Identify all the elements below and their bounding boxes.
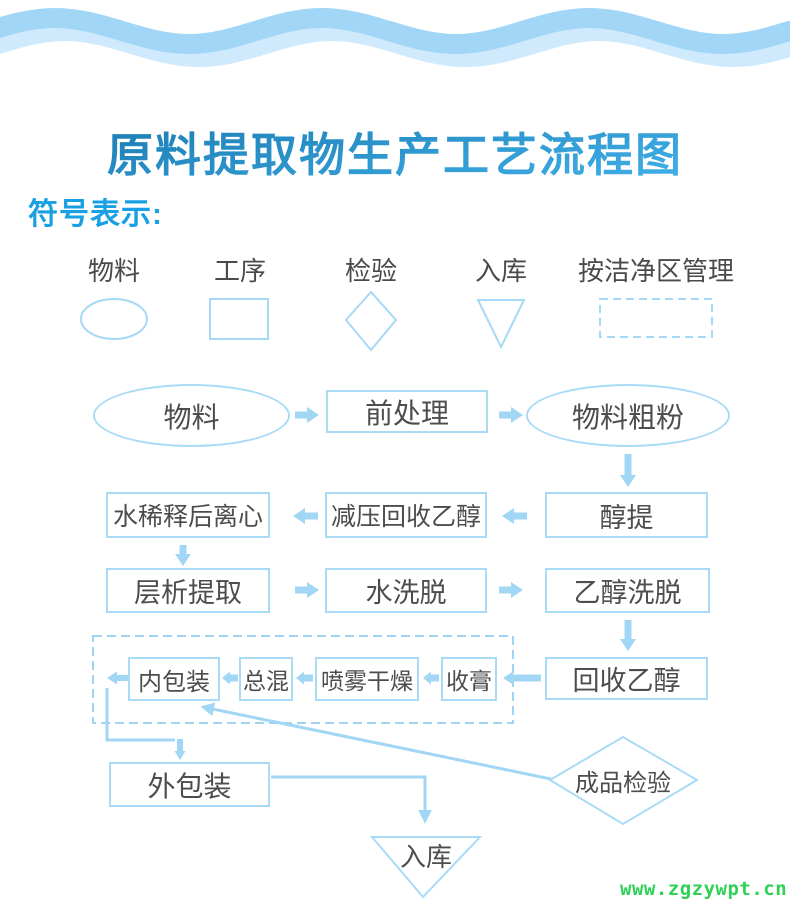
- legend-label-process: 工序: [213, 256, 266, 286]
- arrow-right-cengxitiqu-shuixituo: [295, 582, 319, 598]
- legend-label-inspection: 检验: [344, 256, 397, 286]
- node-wuliaocufen: 物料粗粉: [526, 384, 730, 447]
- wave-front-band: [0, 7, 790, 55]
- node-chunti: 醇提: [545, 492, 708, 538]
- arrow-left-shougao-penwuganzao: [423, 671, 439, 685]
- watermark-url: www.zgzywpt.cn: [620, 878, 788, 900]
- node-qianchuli: 前处理: [326, 390, 488, 433]
- page-title: 原料提取物生产工艺流程图: [0, 119, 790, 185]
- arrow-left-huishouyichun-shougao: [503, 671, 541, 685]
- node-shougao: 收膏: [441, 657, 497, 701]
- node-zonghun: 总混: [239, 657, 293, 701]
- legend-heading: 符号表示:: [28, 198, 163, 231]
- wave-back-band: [0, 20, 790, 68]
- arrow-left-jianyahuishou-shuixishi: [293, 508, 318, 524]
- legend-triangle-shape: [476, 299, 526, 350]
- arrow-down-into-waibaozhuang: [174, 739, 186, 760]
- arrow-left-penwuganzao-zonghun: [296, 671, 313, 685]
- wave-decoration: [0, 7, 790, 68]
- arrow-down-yichunxituo-huishouyichun: [620, 620, 636, 651]
- legend-label-storage: 入库: [474, 256, 527, 286]
- legend-dashed-rect-shape: [599, 298, 713, 338]
- arrow-left-neibaozhuang-exit: [107, 671, 128, 685]
- legend-diamond-shape: [344, 290, 398, 352]
- node-waibaozhuang: 外包装: [109, 762, 270, 807]
- node-chengpinjianyan-label: 成品检验: [575, 769, 671, 797]
- arrow-down-shuixishi-cengxitiqu: [175, 545, 191, 566]
- arrow-right-qianchuli-wuliaocufen: [499, 407, 523, 423]
- legend-label-clean-area: 按洁净区管理: [577, 256, 734, 286]
- arrow-left-chunti-jianyahuishou: [502, 508, 527, 524]
- node-ruku-label: 入库: [399, 841, 452, 872]
- node-cengxitiqu: 层析提取: [106, 568, 270, 613]
- arrow-down-wuliaocufen-chunti: [620, 454, 636, 487]
- arrow-right-wuliao-qianchuli: [295, 407, 319, 423]
- node-neibaozhuang: 内包装: [128, 657, 220, 701]
- node-huishouyichun: 回收乙醇: [545, 657, 708, 700]
- node-shuixishi: 水稀释后离心: [106, 492, 270, 538]
- node-yichunxituo: 乙醇洗脱: [545, 568, 710, 613]
- legend-ellipse-shape: [80, 298, 148, 340]
- legend-rect-shape: [209, 298, 269, 340]
- legend-shapes: [80, 290, 713, 352]
- legend-label-material: 物料: [87, 256, 140, 286]
- node-shuixituo: 水洗脱: [325, 568, 487, 613]
- node-wuliao: 物料: [93, 384, 290, 447]
- node-jianyahuishou: 减压回收乙醇: [325, 492, 487, 538]
- connector-waibaozhuang-ruku: [271, 775, 432, 824]
- arrow-left-zonghun-neibaozhuang: [222, 671, 238, 685]
- node-penwuganzao: 喷雾干燥: [315, 657, 419, 701]
- arrow-right-shuixituo-yichunxituo: [499, 582, 523, 598]
